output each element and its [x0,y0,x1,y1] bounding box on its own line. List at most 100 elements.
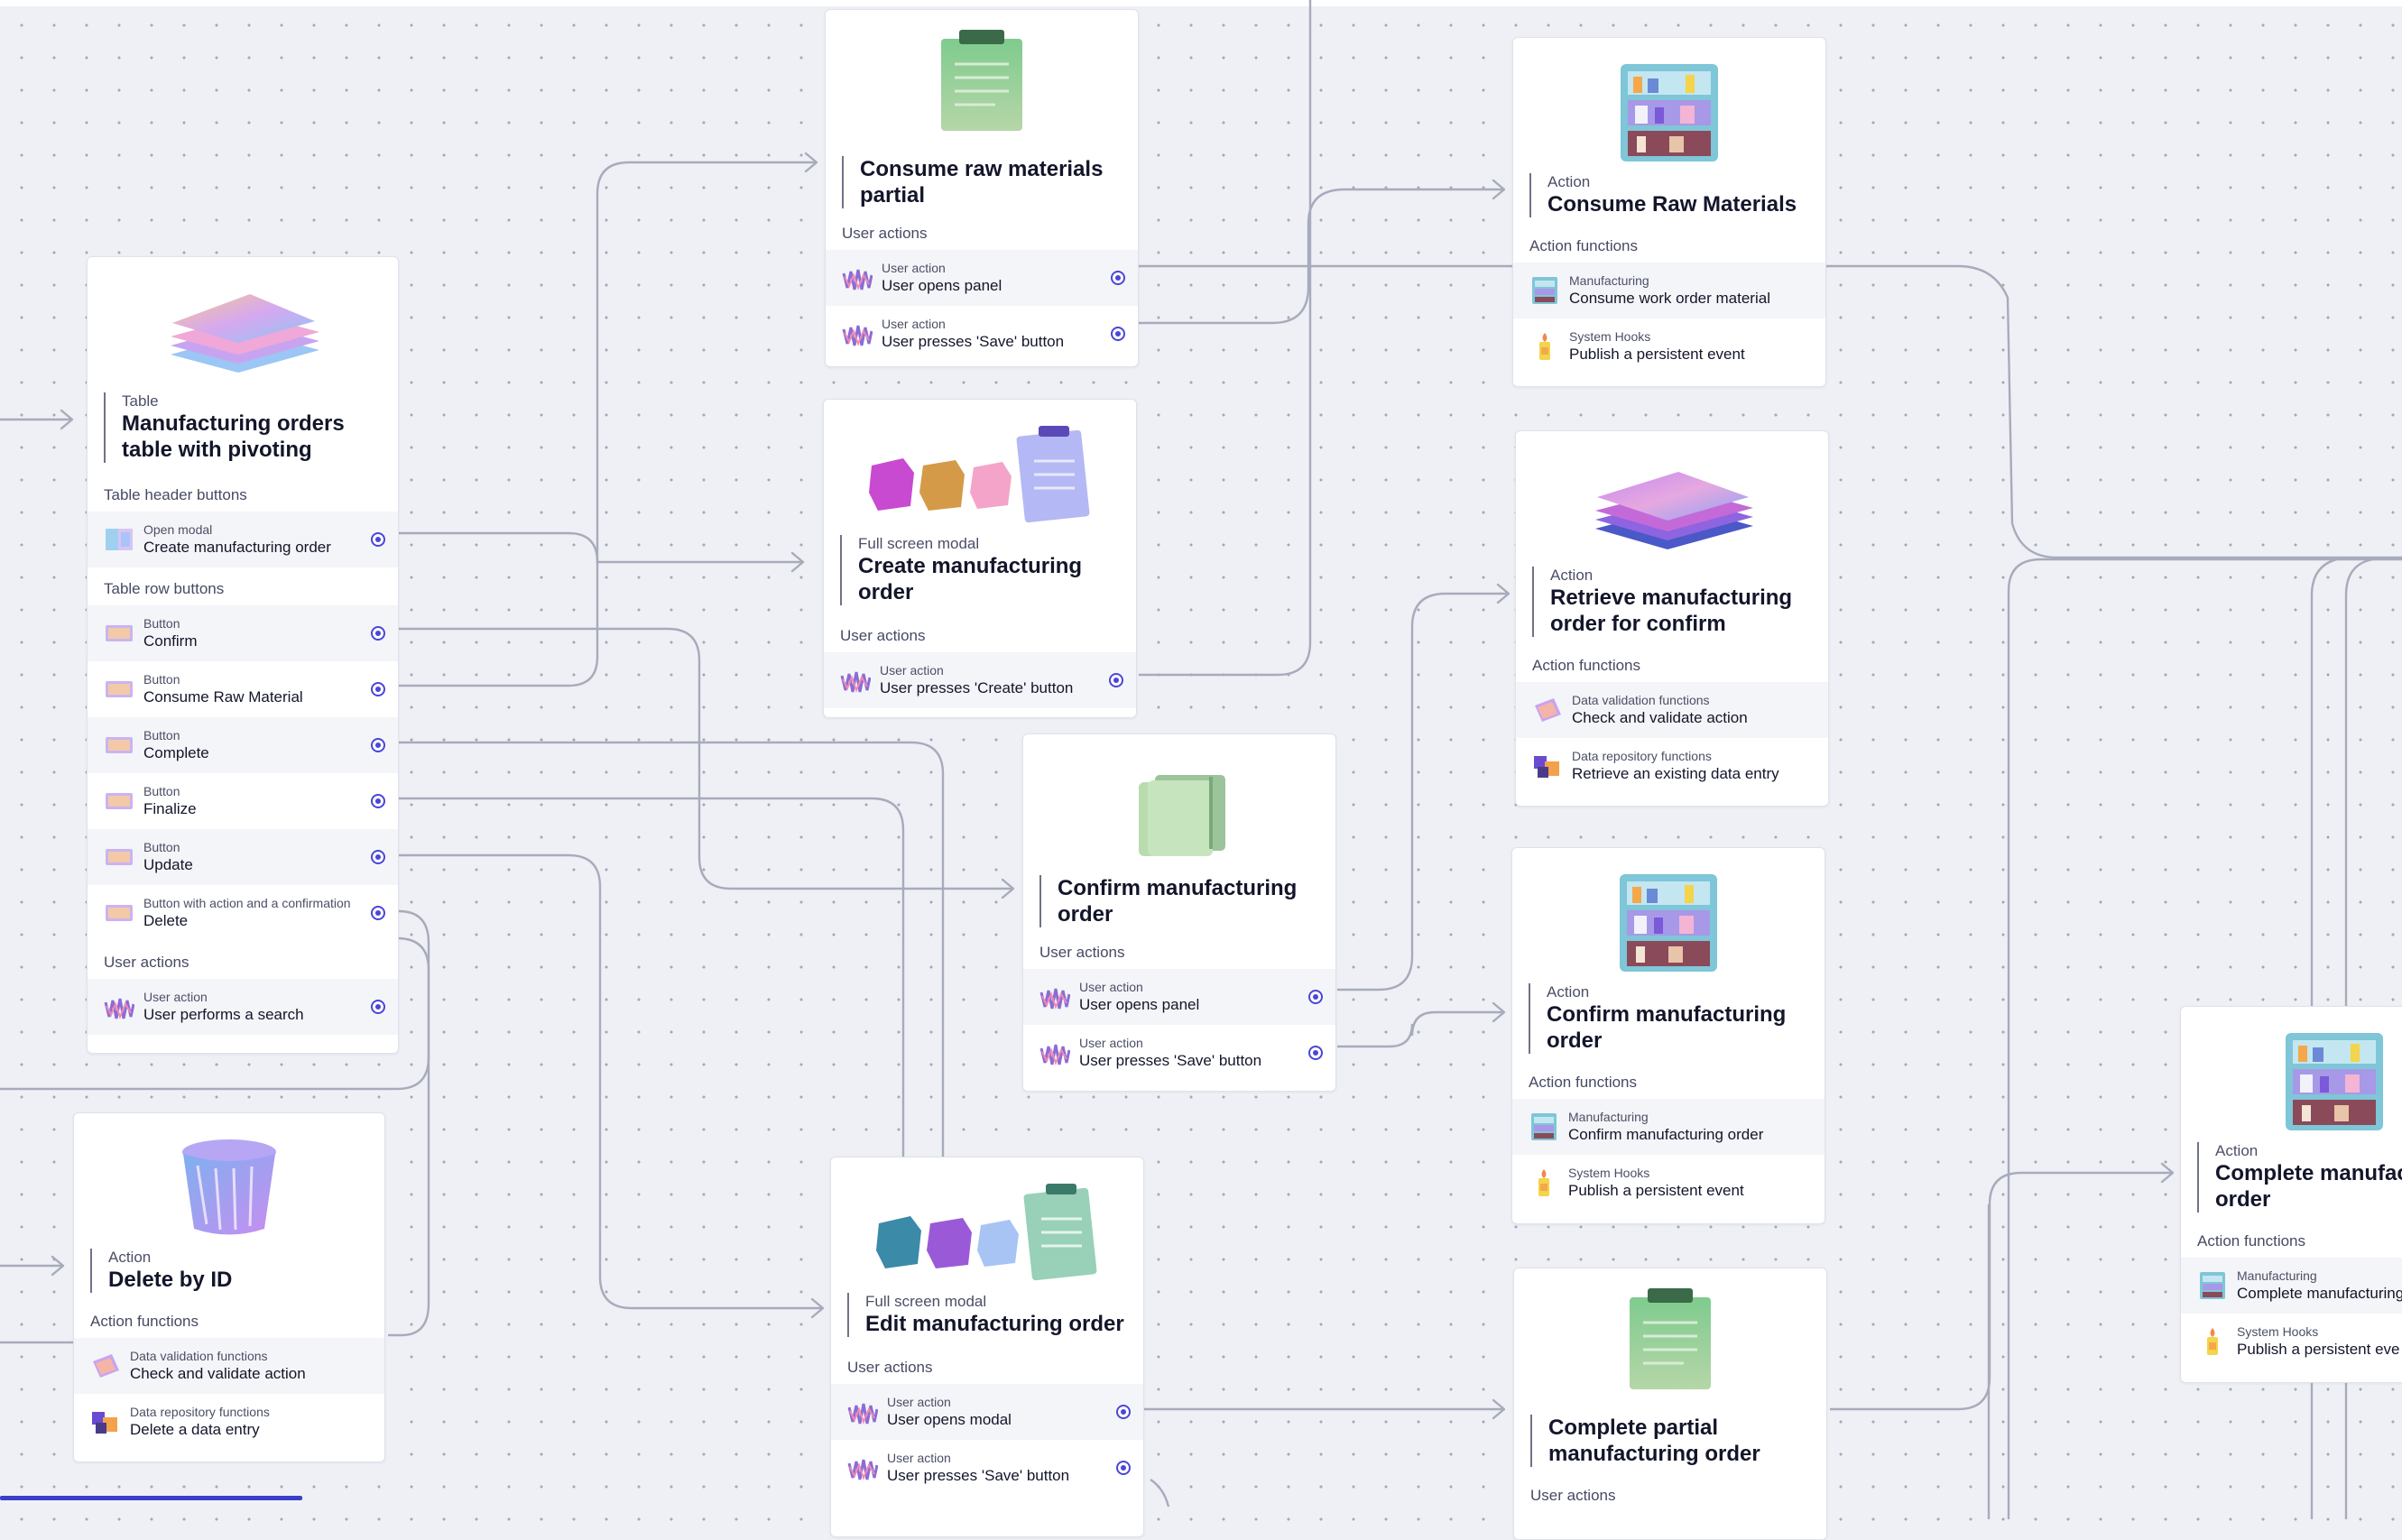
manufacturing-icon [1529,1111,1559,1142]
connection-port[interactable] [1111,271,1125,285]
repository-icon [90,1406,121,1437]
user-action-icon [847,1452,878,1483]
row-sub: Data repository functions [130,1404,270,1420]
node-title-block: Full screen modal Edit manufacturing ord… [847,1293,1127,1337]
row-sub: Button [143,727,209,743]
node-kind: Action [2215,1142,2402,1160]
section-label: Table header buttons [104,486,382,504]
section-label: Action functions [2197,1232,2402,1250]
connection-port[interactable] [371,738,385,752]
connection-port[interactable] [1308,1046,1323,1060]
row-main: Confirm manufacturing order [1568,1125,1763,1145]
row-main: Publish a persistent event [1568,1181,1744,1201]
node-complete-partial-manufacturing-order[interactable]: Complete partial manufacturing order Use… [1513,1268,1827,1540]
connection-port[interactable] [371,1000,385,1014]
row-sub: Button [143,783,197,799]
node-manufacturing-orders-table[interactable]: Table Manufacturing orders table with pi… [87,256,399,1054]
section-label: Action functions [1529,237,1809,255]
node-title-block: Confirm manufacturing order [1039,875,1319,927]
row-main: Publish a persistent event [1569,345,1745,364]
row-main: Confirm [143,632,198,651]
layered-sheets-icon [88,257,398,382]
row-main: Check and validate action [1572,708,1748,728]
connection-port[interactable] [371,906,385,920]
node-retrieve-manufacturing-order-action[interactable]: Action Retrieve manufacturing order for … [1515,430,1829,807]
button-icon [104,786,134,816]
section-label: Action functions [1532,657,1812,675]
shelf-icon [1512,848,1825,973]
section-label: Table row buttons [104,580,382,598]
row-sub: Open modal [143,521,331,538]
trash-bin-icon [74,1113,384,1238]
modal-icon [104,524,134,555]
node-create-manufacturing-order[interactable]: Full screen modal Create manufacturing o… [823,399,1137,718]
node-confirm-manufacturing-order-action[interactable]: Action Confirm manufacturing order Actio… [1511,847,1825,1224]
node-title-block: Action Delete by ID [90,1249,368,1293]
node-title: Complete manufac order [2215,1160,2402,1213]
node-title: Consume Raw Materials [1547,191,1809,217]
node-confirm-manufacturing-order-panel[interactable]: Confirm manufacturing order User actions… [1022,733,1336,1092]
connection-port[interactable] [1308,990,1323,1004]
button-icon [104,898,134,928]
connection-port[interactable] [1111,327,1125,341]
node-complete-manufacturing-order-action[interactable]: Action Complete manufac order Action fun… [2180,1006,2402,1383]
section-label: User actions [847,1359,1127,1377]
clipboard-icon [826,10,1138,134]
connection-port[interactable] [371,532,385,547]
row-sub: Button [143,615,198,632]
connection-port[interactable] [371,626,385,641]
row-sub: User action [887,1394,1012,1410]
node-consume-raw-materials-action[interactable]: Action Consume Raw Materials Action func… [1512,37,1826,387]
connection-port[interactable] [1116,1405,1131,1419]
connection-port[interactable] [371,794,385,808]
layered-sheets-icon [1516,431,1828,556]
node-title: Create manufacturing order [858,553,1120,605]
row-main: User performs a search [143,1005,304,1025]
row-sub: User action [143,989,304,1005]
connection-port[interactable] [1109,673,1123,687]
connection-port[interactable] [371,850,385,864]
node-kind: Action [1547,983,1808,1001]
row-main: Delete a data entry [130,1420,270,1440]
row-sub: User action [882,316,1064,332]
row-sub: Data validation functions [130,1348,306,1364]
node-delete-by-id[interactable]: Action Delete by ID Action functions Dat… [73,1112,385,1462]
row-sub: Data repository functions [1572,748,1779,764]
section-label: User actions [842,225,1122,243]
node-kind: Full screen modal [858,535,1120,553]
validation-icon [90,1351,121,1381]
connection-port[interactable] [371,682,385,696]
node-consume-raw-materials-partial[interactable]: Consume raw materials partial User actio… [825,9,1139,367]
connection-port[interactable] [1116,1461,1131,1475]
node-edit-manufacturing-order[interactable]: Full screen modal Edit manufacturing ord… [830,1157,1144,1537]
row-main: Finalize [143,799,197,819]
hook-icon [1529,331,1560,362]
row-sub: User action [1079,1035,1261,1051]
horizontal-scrollbar[interactable] [0,1496,302,1500]
